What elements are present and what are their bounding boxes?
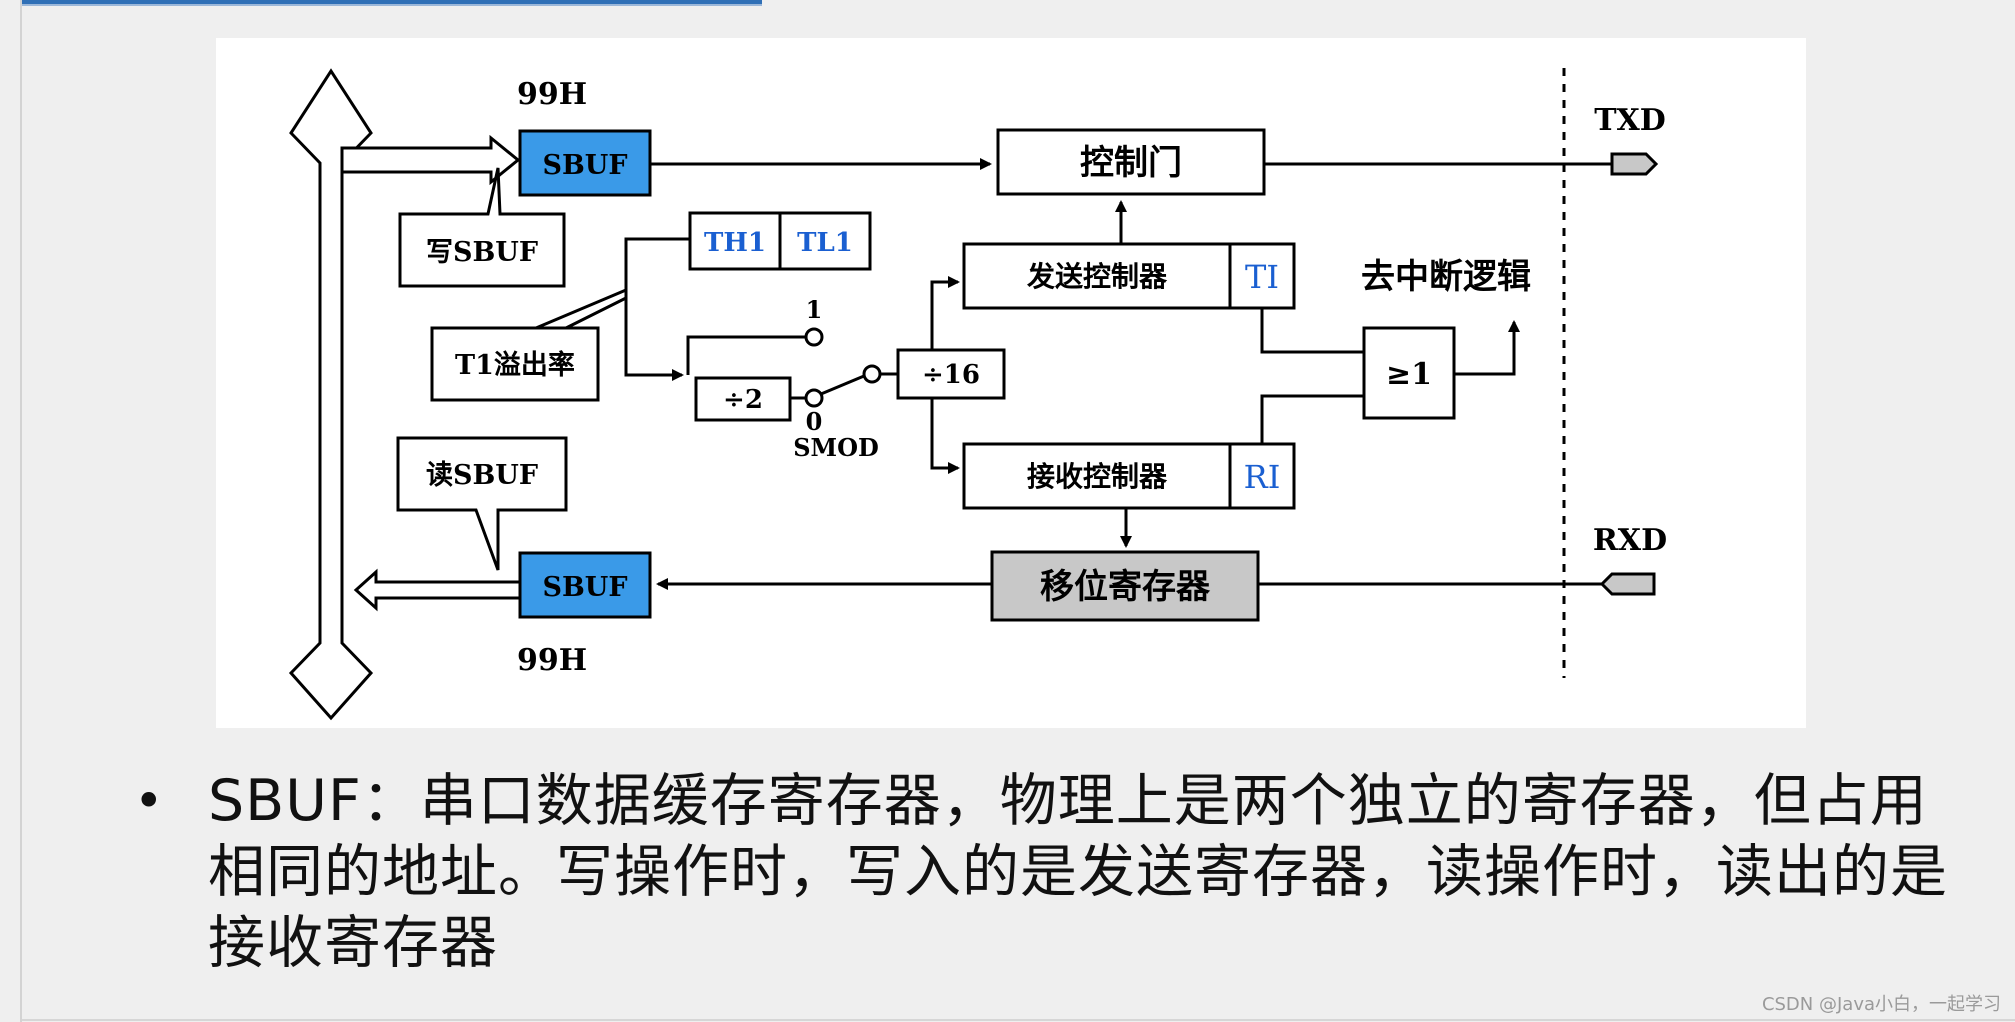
bullet-dot-icon: • [134, 772, 165, 830]
addr-label-top: 99H [517, 77, 587, 112]
write-sbuf-callout [398, 167, 566, 288]
tl1-box [778, 211, 872, 271]
shift-register-box [990, 550, 1260, 622]
bus-arrow [288, 68, 374, 721]
bullet-text: SBUF：串口数据缓存寄存器，物理上是两个独立的寄存器，但占用相同的地址。写操作… [208, 768, 1948, 976]
tx-controller-box [962, 242, 1232, 310]
control-gate-box [996, 128, 1266, 196]
ri-label: RI [1244, 458, 1281, 496]
bypass-line [686, 335, 806, 375]
to-tx-controller-line [930, 276, 960, 350]
t1-overflow-box [430, 326, 600, 402]
shift-register-label: 移位寄存器 [1040, 567, 1211, 607]
switch-contact-0 [804, 388, 824, 408]
or-gate-label: ≥1 [1386, 357, 1432, 392]
th1-label: TH1 [704, 228, 766, 258]
serial-port-diagram: 99H 99H SBUF SBUF 写SBUF 读SBUF T1溢出率 TH1 … [216, 38, 1806, 728]
title-accent-shadow [22, 4, 762, 6]
rxd-label: RXD [1593, 523, 1667, 558]
tl1-label: TL1 [797, 228, 853, 258]
data-bus [288, 68, 374, 721]
ri-to-or-line [1260, 394, 1364, 444]
switch-common [862, 364, 882, 384]
control-gate-label: 控制门 [1080, 143, 1182, 183]
to-rx-controller-line [930, 398, 960, 474]
rx-controller-box [962, 442, 1232, 510]
read-sbuf-callout [396, 436, 568, 571]
bullet-list: • SBUF：串口数据缓存寄存器，物理上是两个独立的寄存器，但占用相同的地址。写… [120, 766, 1950, 979]
addr-label-bottom: 99H [517, 643, 587, 678]
smod-label: SMOD [793, 433, 879, 462]
sbuf-rx-label: SBUF [542, 572, 627, 603]
sbuf-rx-box [518, 551, 652, 619]
slide-left-rule [20, 0, 22, 1022]
timer-bracket [624, 237, 690, 381]
rxd-pin [1599, 572, 1656, 596]
sbuf-tx-label: SBUF [542, 150, 627, 181]
ti-to-or-line [1260, 308, 1364, 354]
ti-box [1228, 242, 1296, 310]
switch-label-1: 1 [806, 295, 823, 324]
switch-blade [820, 374, 865, 396]
switch-label-0: 0 [806, 407, 823, 436]
write-bus-arrow [340, 134, 521, 186]
t1-pointer [535, 288, 627, 330]
txd-pin [1610, 152, 1659, 176]
slide-bottom-rule [22, 1019, 2015, 1021]
or-to-interrupt-line [1454, 320, 1520, 376]
t1-overflow-label: T1溢出率 [455, 349, 575, 381]
bullet-item: • SBUF：串口数据缓存寄存器，物理上是两个独立的寄存器，但占用相同的地址。写… [120, 766, 1950, 979]
title-accent-bar [22, 0, 762, 4]
txd-label: TXD [1594, 103, 1666, 138]
csdn-watermark: CSDN @Java小白，一起学习 [1761, 994, 2001, 1015]
read-sbuf-label: 读SBUF [426, 460, 538, 491]
tx-controller-label: 发送控制器 [1026, 260, 1168, 293]
div2-label: ÷2 [723, 385, 763, 415]
div16-label: ÷16 [922, 360, 980, 390]
write-sbuf-label: 写SBUF [426, 237, 538, 268]
switch-contact-1 [804, 327, 824, 347]
interrupt-logic-label: 去中断逻辑 [1361, 257, 1531, 297]
ri-box [1228, 442, 1296, 510]
read-bus-arrow [353, 568, 523, 612]
div16-box [896, 348, 1006, 400]
ti-label: TI [1245, 258, 1279, 296]
diagram-svg: 99H 99H SBUF SBUF 写SBUF 读SBUF T1溢出率 TH1 … [288, 68, 1667, 721]
rx-controller-label: 接收控制器 [1027, 460, 1168, 493]
